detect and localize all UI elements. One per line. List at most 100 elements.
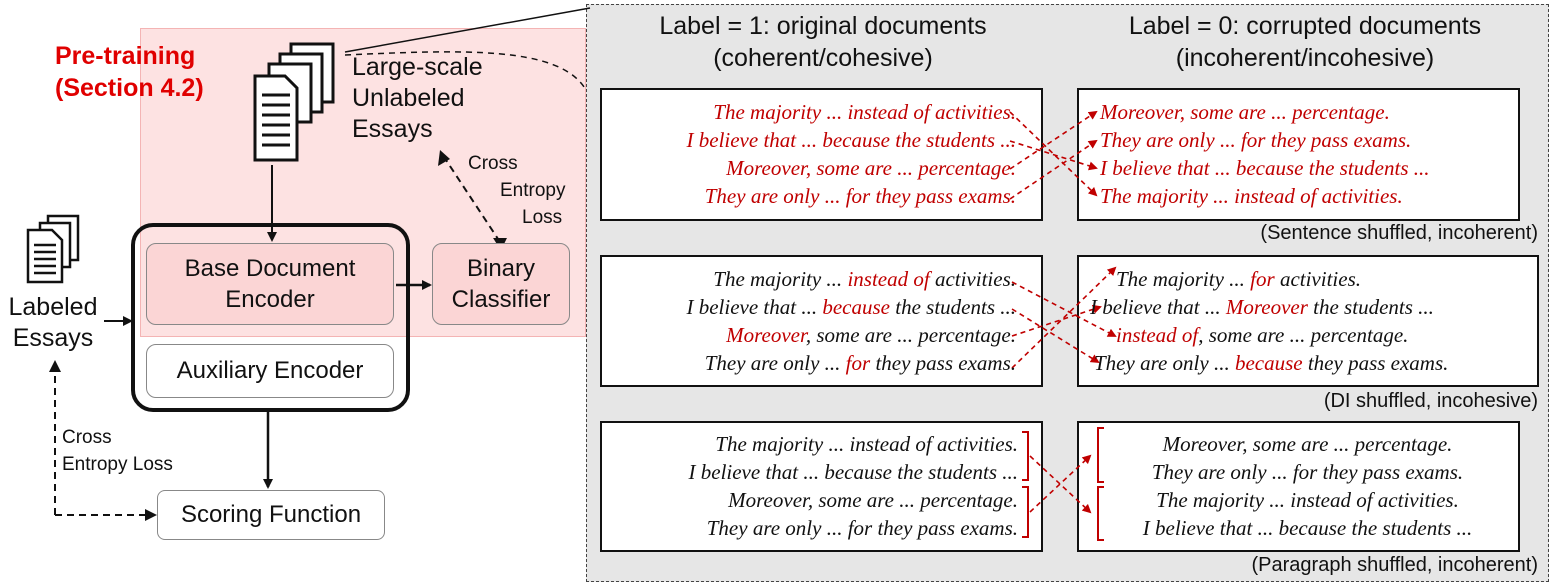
para-shuf-line: They are only ... for they pass exams. <box>1151 460 1464 484</box>
cross-entropy-top-line3: Loss <box>522 207 563 228</box>
di-text: they pass exams. <box>1302 351 1449 375</box>
sentence-shuf-line: Moreover, some are ... percentage. <box>1100 100 1390 124</box>
caption-sentence: (Sentence shuffled, incoherent) <box>1260 222 1538 244</box>
base-document-encoder[interactable]: Base Document Encoder <box>146 243 394 325</box>
sentence-shuf-line: I believe that ... because the students … <box>1100 156 1430 180</box>
discourse-indicator: for <box>845 351 871 375</box>
di-orig-line: The majority ... instead of activities. <box>604 265 1016 293</box>
labeled-line2: Essays <box>12 324 94 352</box>
unlabeled-line1: Large-scale <box>352 53 483 81</box>
di-shuf-text: The majority ... for activities. I belie… <box>1090 265 1535 377</box>
scoring-function-label: Scoring Function <box>180 501 362 528</box>
di-text: I believe that ... <box>1090 295 1226 319</box>
di-text: They are only ... <box>1094 351 1235 375</box>
di-text: The majority ... <box>1116 267 1251 291</box>
di-shuf-line: The majority ... for activities. <box>1090 265 1535 293</box>
document-stack-icon <box>26 214 80 284</box>
cross-entropy-top-line2: Entropy <box>500 180 566 201</box>
para-orig-line: They are only ... for they pass exams. <box>706 516 1018 540</box>
header-label-1: Label = 1: original documents (coherent/… <box>600 10 1046 74</box>
encoder-container <box>131 223 410 412</box>
binary-classifier[interactable]: Binary Classifier <box>432 243 570 325</box>
di-text: , some are ... percentage. <box>805 323 1016 347</box>
para-orig-line: Moreover, some are ... percentage. <box>728 488 1018 512</box>
sentence-orig-line: The majority ... instead of activities. <box>713 100 1016 124</box>
discourse-indicator: Moreover <box>726 323 806 347</box>
sentence-shuf-line: They are only ... for they pass exams. <box>1100 128 1412 152</box>
binary-classifier-line1: Binary <box>466 255 536 282</box>
sentence-shuf-line: The majority ... instead of activities. <box>1100 184 1403 208</box>
unlabeled-essays-label: Large-scale Unlabeled Essays <box>352 52 483 145</box>
pretraining-label: Pre-training (Section 4.2) <box>55 40 204 104</box>
para-orig-text: The majority ... instead of activities. … <box>604 430 1019 542</box>
para-shuf-line: I believe that ... because the students … <box>1142 516 1473 540</box>
di-shuf-line: I believe that ... Moreover the students… <box>1090 293 1535 321</box>
di-orig-line: I believe that ... because the students … <box>604 293 1016 321</box>
para-orig-line: I believe that ... because the students … <box>688 460 1019 484</box>
header-left-line2: (coherent/cohesive) <box>713 44 933 72</box>
di-shuf-line: They are only ... because they pass exam… <box>1090 349 1535 377</box>
discourse-indicator: Moreover <box>1225 295 1308 319</box>
sentence-orig-line: Moreover, some are ... percentage. <box>726 156 1016 180</box>
discourse-indicator: because <box>822 295 890 319</box>
discourse-indicator: because <box>1234 351 1303 375</box>
header-left-line1: Label = 1: original documents <box>659 12 987 40</box>
di-text: the students ... <box>1307 295 1434 319</box>
auxiliary-encoder[interactable]: Auxiliary Encoder <box>146 344 394 398</box>
discourse-indicator: instead of <box>847 267 930 291</box>
unlabeled-line2: Unlabeled <box>352 84 465 112</box>
di-text: they pass exams. <box>870 351 1016 375</box>
base-encoder-line2: Encoder <box>225 286 315 313</box>
sentence-orig-line: I believe that ... because the students … <box>686 128 1017 152</box>
cross-entropy-bottom-line2: Entropy Loss <box>62 454 173 475</box>
binary-classifier-line2: Classifier <box>451 286 551 313</box>
cross-entropy-top-line1: Cross <box>468 153 518 174</box>
sentence-orig-text: The majority ... instead of activities. … <box>604 98 1017 210</box>
para-shuf-line: Moreover, some are ... percentage. <box>1162 432 1453 456</box>
auxiliary-encoder-label: Auxiliary Encoder <box>176 357 364 384</box>
sentence-shuf-text: Moreover, some are ... percentage. They … <box>1100 98 1515 210</box>
di-text: activities. <box>929 267 1016 291</box>
header-right-line1: Label = 0: corrupted documents <box>1128 12 1482 40</box>
di-orig-line: Moreover, some are ... percentage. <box>604 321 1016 349</box>
labeled-line1: Labeled <box>8 293 98 321</box>
di-text: the students ... <box>890 295 1016 319</box>
di-orig-box <box>600 255 1043 387</box>
caption-di: (DI shuffled, incohesive) <box>1323 390 1538 412</box>
para-shuf-line: The majority ... instead of activities. <box>1156 488 1459 512</box>
di-orig-text: The majority ... instead of activities. … <box>604 265 1016 377</box>
di-text: They are only ... <box>704 351 846 375</box>
cross-entropy-top-label: Cross Entropy Loss <box>468 150 565 231</box>
unlabeled-line3: Essays <box>352 115 433 143</box>
header-right-line2: (incoherent/incohesive) <box>1175 44 1435 72</box>
di-orig-line: They are only ... for they pass exams. <box>604 349 1016 377</box>
di-text: The majority ... <box>713 267 848 291</box>
di-shuf-box <box>1077 255 1539 387</box>
di-shuf-line: instead of, some are ... percentage. <box>1090 321 1535 349</box>
cross-entropy-bottom-label: Cross Entropy Loss <box>62 424 173 478</box>
document-stack-icon <box>253 42 335 162</box>
sentence-orig-box <box>600 88 1043 221</box>
caption-paragraph: (Paragraph shuffled, incoherent) <box>1251 554 1538 576</box>
sentence-shuf-box <box>1077 88 1520 221</box>
base-encoder-line1: Base Document <box>184 255 356 282</box>
panel-connector-curve <box>344 51 587 91</box>
panel-connector-top <box>344 7 591 53</box>
para-shuf-box <box>1077 421 1520 552</box>
header-label-0: Label = 0: corrupted documents (incohere… <box>1075 10 1535 74</box>
di-text: activities. <box>1274 267 1361 291</box>
di-text: , some are ... percentage. <box>1198 323 1409 347</box>
sentence-orig-line: They are only ... for they pass exams. <box>704 184 1016 208</box>
di-text: I believe that ... <box>686 295 823 319</box>
pretraining-section: (Section 4.2) <box>55 74 204 102</box>
discourse-indicator: for <box>1250 267 1275 291</box>
para-orig-line: The majority ... instead of activities. <box>715 432 1018 456</box>
discourse-indicator: instead of <box>1116 323 1199 347</box>
para-orig-box <box>600 421 1043 552</box>
para-shuf-text: Moreover, some are ... percentage. They … <box>1100 430 1515 542</box>
pretraining-title: Pre-training <box>55 42 196 70</box>
scoring-function[interactable]: Scoring Function <box>157 490 385 540</box>
cross-entropy-bottom-line1: Cross <box>62 427 112 448</box>
labeled-essays-label: Labeled Essays <box>3 292 103 354</box>
